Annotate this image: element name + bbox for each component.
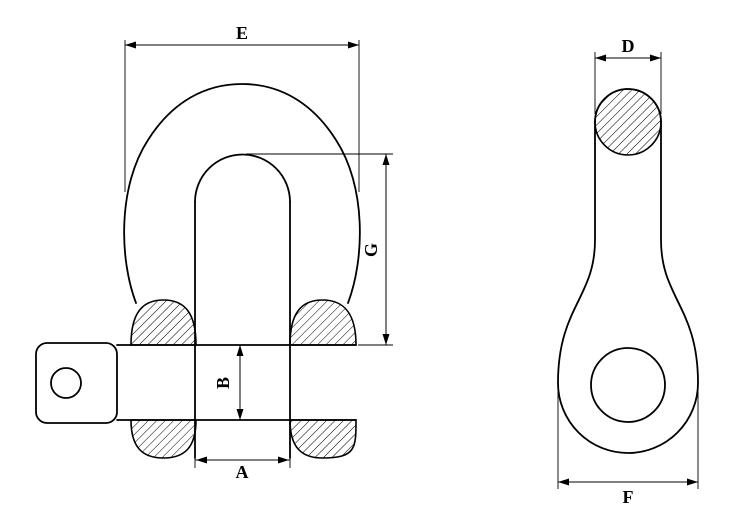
eye-section-bottom-right: [289, 419, 357, 459]
dim-E-arrow-left: [125, 41, 136, 49]
dim-D-arrow-right: [650, 54, 661, 62]
dim-E-arrow-right: [348, 41, 359, 49]
dim-G-arrow-bottom: [382, 334, 390, 345]
dimension-B: B: [213, 345, 244, 420]
dim-A-arrow-left: [196, 456, 207, 464]
dim-G-arrow-top: [382, 154, 390, 165]
dim-A-label: A: [236, 462, 249, 482]
side-view: D F: [557, 36, 699, 507]
dim-B-arrow-top: [236, 345, 244, 356]
dim-D-arrow-left: [595, 54, 606, 62]
dim-F-arrow-left: [558, 478, 569, 486]
pin-head-hole: [50, 367, 82, 399]
dim-F-label: F: [623, 487, 634, 507]
eye-section-top-right: [289, 299, 357, 346]
dim-G-label: G: [361, 243, 381, 257]
bow-inner-arc: [194, 153, 291, 203]
dimension-A: A: [194, 456, 291, 482]
dimension-E: E: [124, 23, 360, 192]
pin-cross-section: [594, 88, 662, 156]
dim-B-label: B: [213, 377, 233, 389]
dimension-F: F: [557, 388, 699, 507]
dim-A-arrow-right: [278, 456, 289, 464]
dim-F-arrow-right: [687, 478, 698, 486]
dimension-D: D: [594, 36, 662, 114]
pin-head: [35, 342, 118, 424]
dim-E-label: E: [236, 23, 248, 43]
bow-outer-outline: [123, 83, 361, 304]
eye-section-top-left: [130, 299, 197, 346]
dimension-G: G: [246, 153, 393, 346]
eye-section-bottom-left: [130, 419, 197, 459]
front-view: E G B: [35, 23, 393, 482]
dim-B-arrow-bottom: [236, 409, 244, 420]
eye-hole: [590, 347, 666, 423]
dim-D-label: D: [622, 36, 635, 56]
